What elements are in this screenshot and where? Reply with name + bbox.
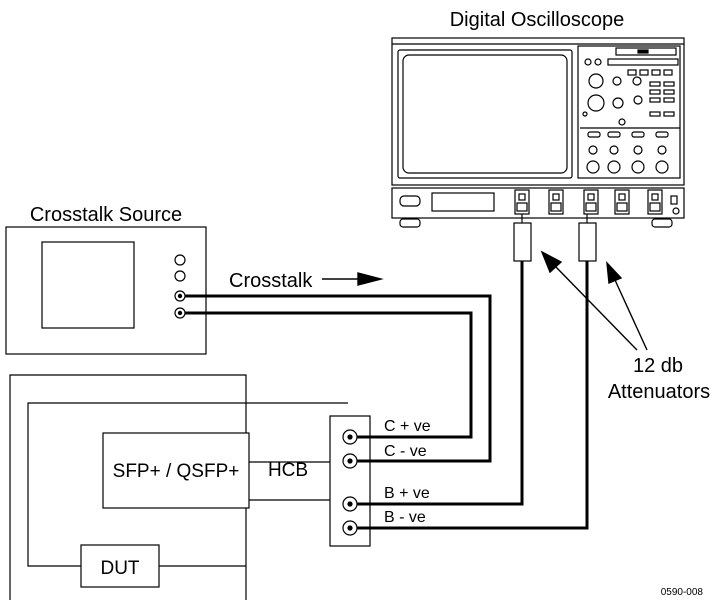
oscilloscope-screen xyxy=(397,49,573,179)
c-minus-label: C - ve xyxy=(384,443,427,460)
dut-label: DUT xyxy=(100,558,139,579)
c-plus-label: C + ve xyxy=(384,418,431,435)
b-minus-label: B - ve xyxy=(384,509,426,526)
attenuators-value-label: 12 db xyxy=(633,355,683,377)
test-board xyxy=(9,374,371,600)
attenuator-arrowhead-left xyxy=(540,250,563,274)
attenuators xyxy=(513,214,597,262)
attenuator-arrowhead-right xyxy=(606,261,623,285)
crosstalk-source-label: Crosstalk Source xyxy=(30,204,182,226)
attenuator-left xyxy=(513,222,532,262)
sfp-module xyxy=(102,432,250,509)
dut-box xyxy=(80,544,160,588)
sfp-module-label: SFP+ / QSFP+ xyxy=(113,461,240,482)
crosstalk-source xyxy=(5,226,207,355)
cable-b-plus xyxy=(357,261,524,506)
crosstalk-arrow-label: Crosstalk xyxy=(229,270,313,292)
figure-code: 0590-008 xyxy=(661,587,704,598)
crosstalk-source-screen xyxy=(41,241,135,329)
cables xyxy=(185,261,589,530)
attenuator-right xyxy=(578,222,597,262)
labels: Digital Oscilloscope Crosstalk Source Cr… xyxy=(30,9,710,598)
cable-c-plus xyxy=(185,311,473,439)
oscilloscope-channel-inputs xyxy=(514,189,680,215)
digital-oscilloscope xyxy=(391,37,685,228)
cable-c-minus xyxy=(185,294,492,463)
oscilloscope-knobs xyxy=(580,58,680,174)
crosstalk-arrowhead xyxy=(357,272,384,286)
arrows xyxy=(322,250,648,351)
hcb-label: HCB xyxy=(268,460,308,481)
attenuators-label: Attenuators xyxy=(608,381,710,403)
oscilloscope-label: Digital Oscilloscope xyxy=(450,9,625,31)
cable-b-minus xyxy=(357,261,589,530)
b-plus-label: B + ve xyxy=(384,485,430,502)
